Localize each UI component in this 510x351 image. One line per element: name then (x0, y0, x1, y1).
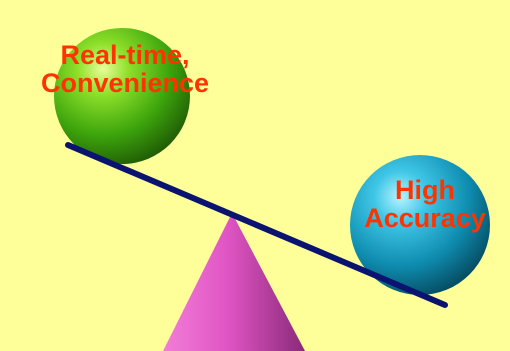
right-label-line-1: High (395, 175, 455, 205)
seesaw-beam (65, 142, 448, 308)
left-ball (54, 28, 190, 164)
left-label-line-2: Convenience (40, 68, 210, 99)
left-label-line-1: Real-time, (60, 40, 190, 70)
left-ball-label: Real-time, Convenience (0, 41, 250, 98)
right-label-line-2: Accuracy (364, 203, 486, 234)
right-ball (350, 155, 490, 295)
fulcrum-triangle (163, 213, 305, 351)
right-ball-label: High Accuracy (340, 176, 510, 233)
